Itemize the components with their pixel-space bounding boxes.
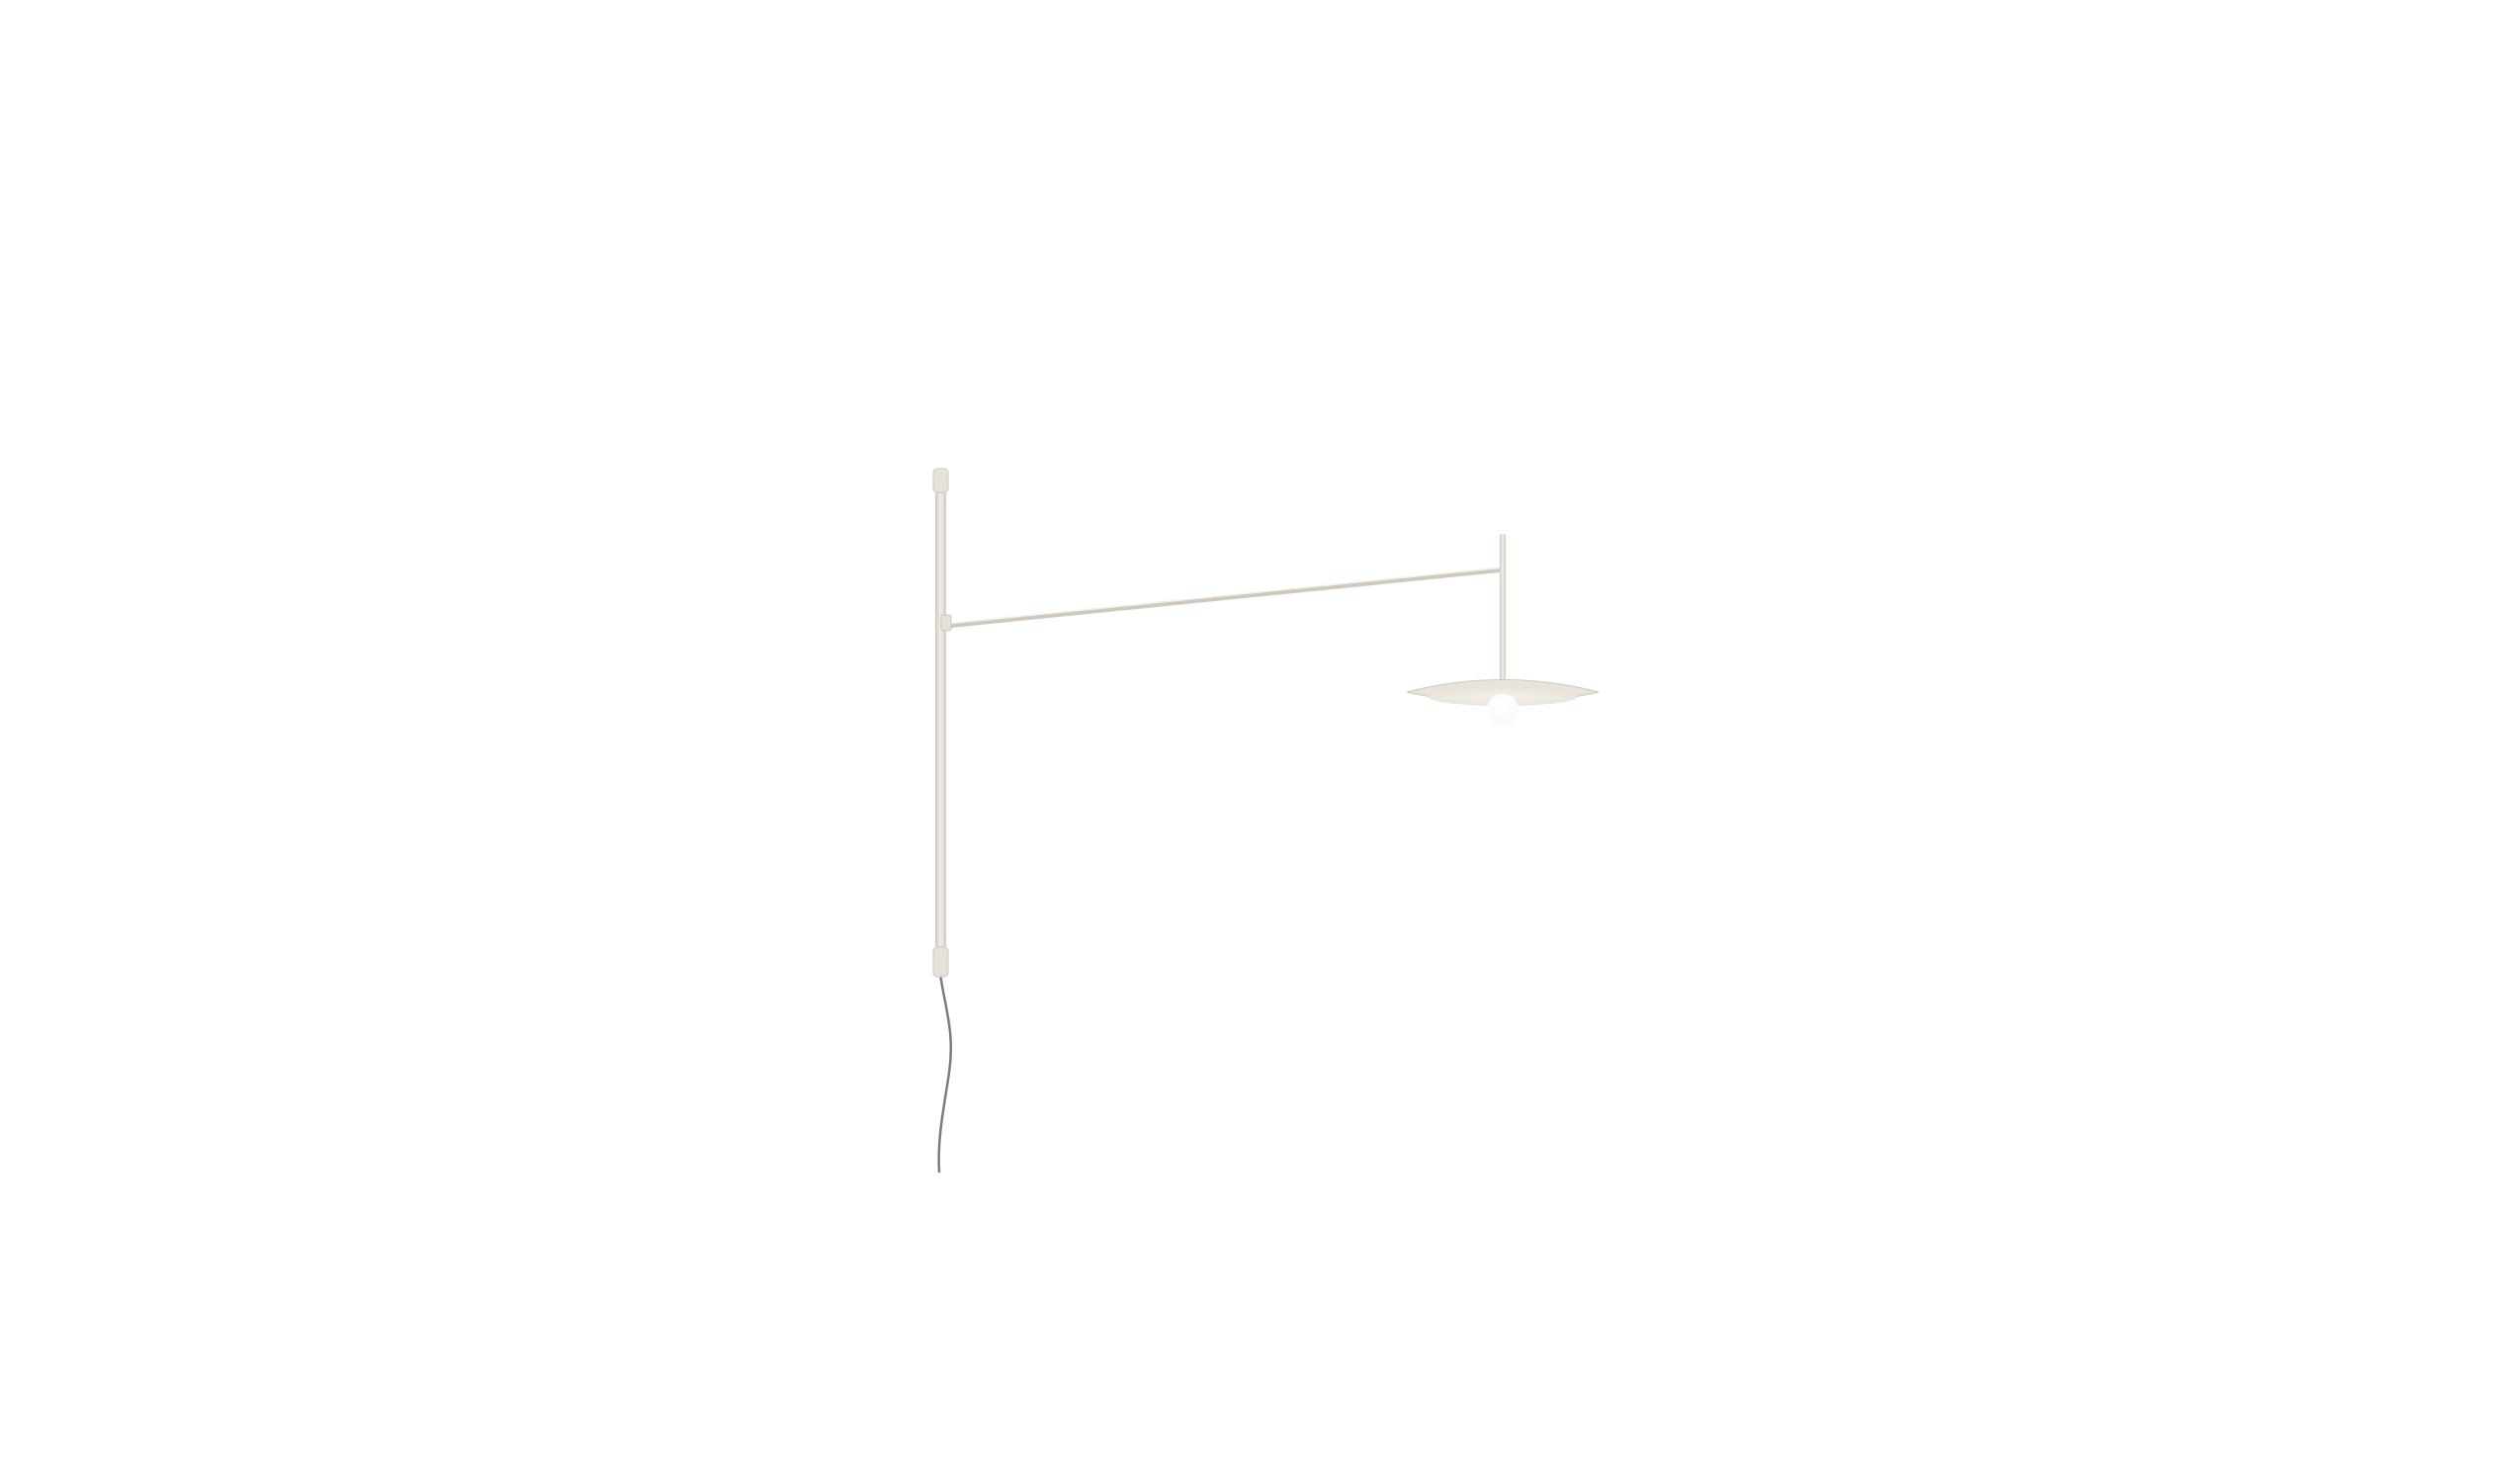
pole-top-cap — [932, 468, 949, 493]
drop-rod — [1500, 534, 1506, 684]
pole-bottom-bracket — [932, 946, 949, 978]
lamp-arm-highlight — [945, 567, 1505, 625]
wall-pole — [935, 473, 946, 972]
lamp-arm — [943, 567, 1507, 629]
power-cord — [937, 972, 953, 1174]
light-bulb — [1487, 694, 1519, 726]
arm-joint — [940, 614, 952, 632]
